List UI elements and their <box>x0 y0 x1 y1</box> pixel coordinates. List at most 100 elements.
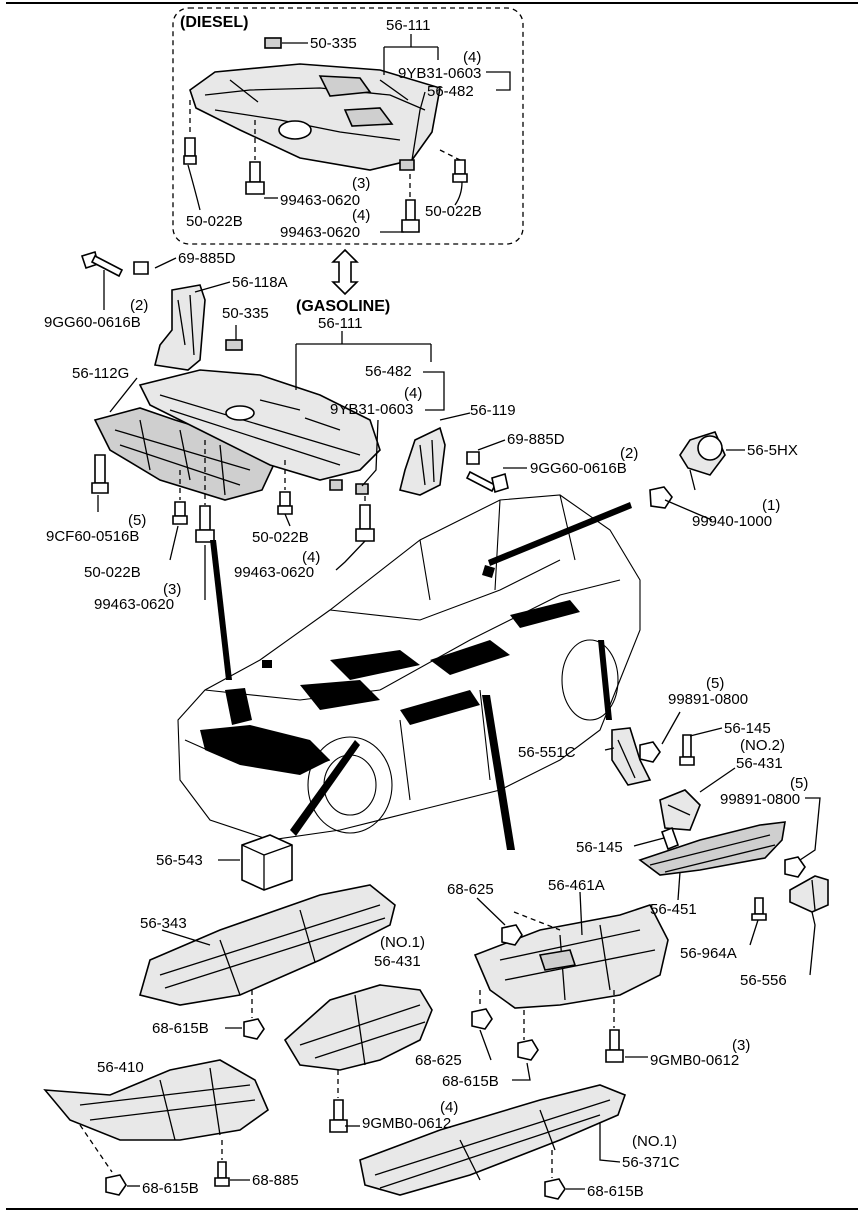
diesel-group-frame <box>172 7 524 245</box>
label-r-56-431-b: 56-431 <box>374 953 421 970</box>
nut-68-625-b <box>471 1008 493 1030</box>
label-g-50-335: 50-335 <box>222 305 269 322</box>
label-r-56-343: 56-343 <box>140 915 187 932</box>
label-r-qty4: (4) <box>440 1099 458 1116</box>
bolt-9gmb0-a <box>605 1029 624 1063</box>
vehicle-undercover-highlights <box>200 565 580 775</box>
label-r-68-615b-a: 68-615B <box>152 1020 209 1037</box>
label-g-qty2-b: (2) <box>620 445 638 462</box>
vehicle-outline <box>177 494 641 841</box>
clip-56-145-b <box>660 826 680 851</box>
label-r-99891-b: 99891-0800 <box>720 791 800 808</box>
bolt-9gmb0-b <box>329 1099 348 1133</box>
label-g-9yb31: 9YB31-0603 <box>330 401 413 418</box>
label-g-56-112g: 56-112G <box>72 365 129 382</box>
label-d-50-335: 50-335 <box>310 35 357 52</box>
label-r-99891-a: 99891-0800 <box>668 691 748 708</box>
label-r-56-451: 56-451 <box>650 901 697 918</box>
label-d-99463-b: 99463-0620 <box>280 224 360 241</box>
alternative-arrow <box>331 248 359 296</box>
bracket-56-556 <box>789 875 829 913</box>
bolt-9gg60-left <box>80 250 149 278</box>
label-g-99463-a: 99463-0620 <box>234 564 314 581</box>
label-g-qty2-a: (2) <box>130 297 148 314</box>
label-r-68-615b-b: 68-615B <box>442 1073 499 1090</box>
label-r-qty3: (3) <box>732 1037 750 1054</box>
nut-68-625-a <box>501 924 523 946</box>
diesel-under-cover <box>189 63 441 171</box>
block-56-543 <box>241 834 293 891</box>
nut-68-615b-c <box>544 1178 566 1200</box>
label-r-9gmb0-b: 9GMB0-0612 <box>362 1115 451 1132</box>
nut-99891-b <box>784 856 806 878</box>
clip-56-964a <box>751 897 767 921</box>
label-r-no1-b: (NO.1) <box>632 1133 677 1150</box>
label-r-no1-a: (NO.1) <box>380 934 425 951</box>
label-r-68-625-a: 68-625 <box>447 881 494 898</box>
label-d-qty4-a: (4) <box>463 49 481 66</box>
label-g-99463-b: 99463-0620 <box>94 596 174 613</box>
label-d-99463-a: 99463-0620 <box>280 192 360 209</box>
label-d-56-482: 56-482 <box>427 83 474 100</box>
label-r-56-964a: 56-964A <box>680 945 737 962</box>
label-r-qty5-b: (5) <box>790 775 808 792</box>
label-g-56-5hx: 56-5HX <box>747 442 798 459</box>
diesel-group-label: (DIESEL) <box>180 14 248 31</box>
clip-68-885 <box>214 1161 230 1187</box>
label-r-no2: (NO.2) <box>740 737 785 754</box>
label-r-68-885: 68-885 <box>252 1172 299 1189</box>
clip-56-145-a <box>679 734 695 766</box>
label-g-69-885d-a: 69-885D <box>178 250 236 267</box>
label-g-56-118a: 56-118A <box>232 274 288 291</box>
label-g-50-022b-a: 50-022B <box>252 529 309 546</box>
label-d-50-022b-right: 50-022B <box>425 203 482 220</box>
label-g-69-885d-b: 69-885D <box>507 431 565 448</box>
bolt-9gg60-right <box>465 451 509 494</box>
nut-99891-a <box>639 741 661 763</box>
label-g-qty4-b: (4) <box>302 549 320 566</box>
floor-cover-56-343 <box>139 884 396 1006</box>
diesel-fasteners <box>183 100 468 233</box>
clip-50-335-diesel <box>264 37 282 49</box>
label-g-qty3: (3) <box>163 581 181 598</box>
floor-cover-56-371c <box>359 1084 627 1196</box>
label-r-9gmb0-a: 9GMB0-0612 <box>650 1052 739 1069</box>
bracket-56-119 <box>399 426 446 496</box>
insulator-56-410 <box>43 1059 269 1141</box>
diesel-leaders <box>187 34 511 233</box>
label-g-99940: 99940-1000 <box>692 513 772 530</box>
label-g-56-119: 56-119 <box>470 402 516 419</box>
nut-68-615b-a <box>243 1018 265 1040</box>
insulator-56-431-no1 <box>283 984 433 1071</box>
bracket-56-551c <box>611 727 652 786</box>
label-g-9cf60: 9CF60-0516B <box>46 528 139 545</box>
cover-56-112g <box>93 407 277 501</box>
label-r-68-615b-d: 68-615B <box>142 1180 199 1197</box>
label-r-56-410: 56-410 <box>97 1059 144 1076</box>
bracket-56-118a <box>154 284 206 371</box>
label-g-56-482: 56-482 <box>365 363 412 380</box>
label-d-qty3: (3) <box>352 175 370 192</box>
nut-68-615b-b <box>517 1039 539 1061</box>
cover-56-111-gasoline <box>138 369 381 481</box>
label-r-68-615b-c: 68-615B <box>587 1183 644 1200</box>
label-g-9gg60-a: 9GG60-0616B <box>44 314 141 331</box>
nut-68-615b-d <box>105 1174 127 1196</box>
label-r-56-543: 56-543 <box>156 852 203 869</box>
label-r-56-556: 56-556 <box>740 972 787 989</box>
gasoline-leaders <box>97 257 745 600</box>
label-g-56-111: 56-111 <box>318 315 362 332</box>
gasoline-fasteners <box>91 440 375 543</box>
nut-9yb31-a <box>329 479 343 491</box>
label-r-56-551c: 56-551C <box>518 744 576 761</box>
insulator-56-461a <box>473 904 669 1009</box>
label-g-qty1: (1) <box>762 497 780 514</box>
label-r-56-145-b: 56-145 <box>576 839 623 856</box>
pointer-wedges <box>210 502 632 850</box>
label-r-56-145-a: 56-145 <box>724 720 771 737</box>
label-r-qty5-a: (5) <box>706 675 724 692</box>
label-g-50-022b-b: 50-022B <box>84 564 141 581</box>
label-d-56-111: 56-111 <box>386 17 430 34</box>
label-g-qty4-a: (4) <box>404 385 422 402</box>
